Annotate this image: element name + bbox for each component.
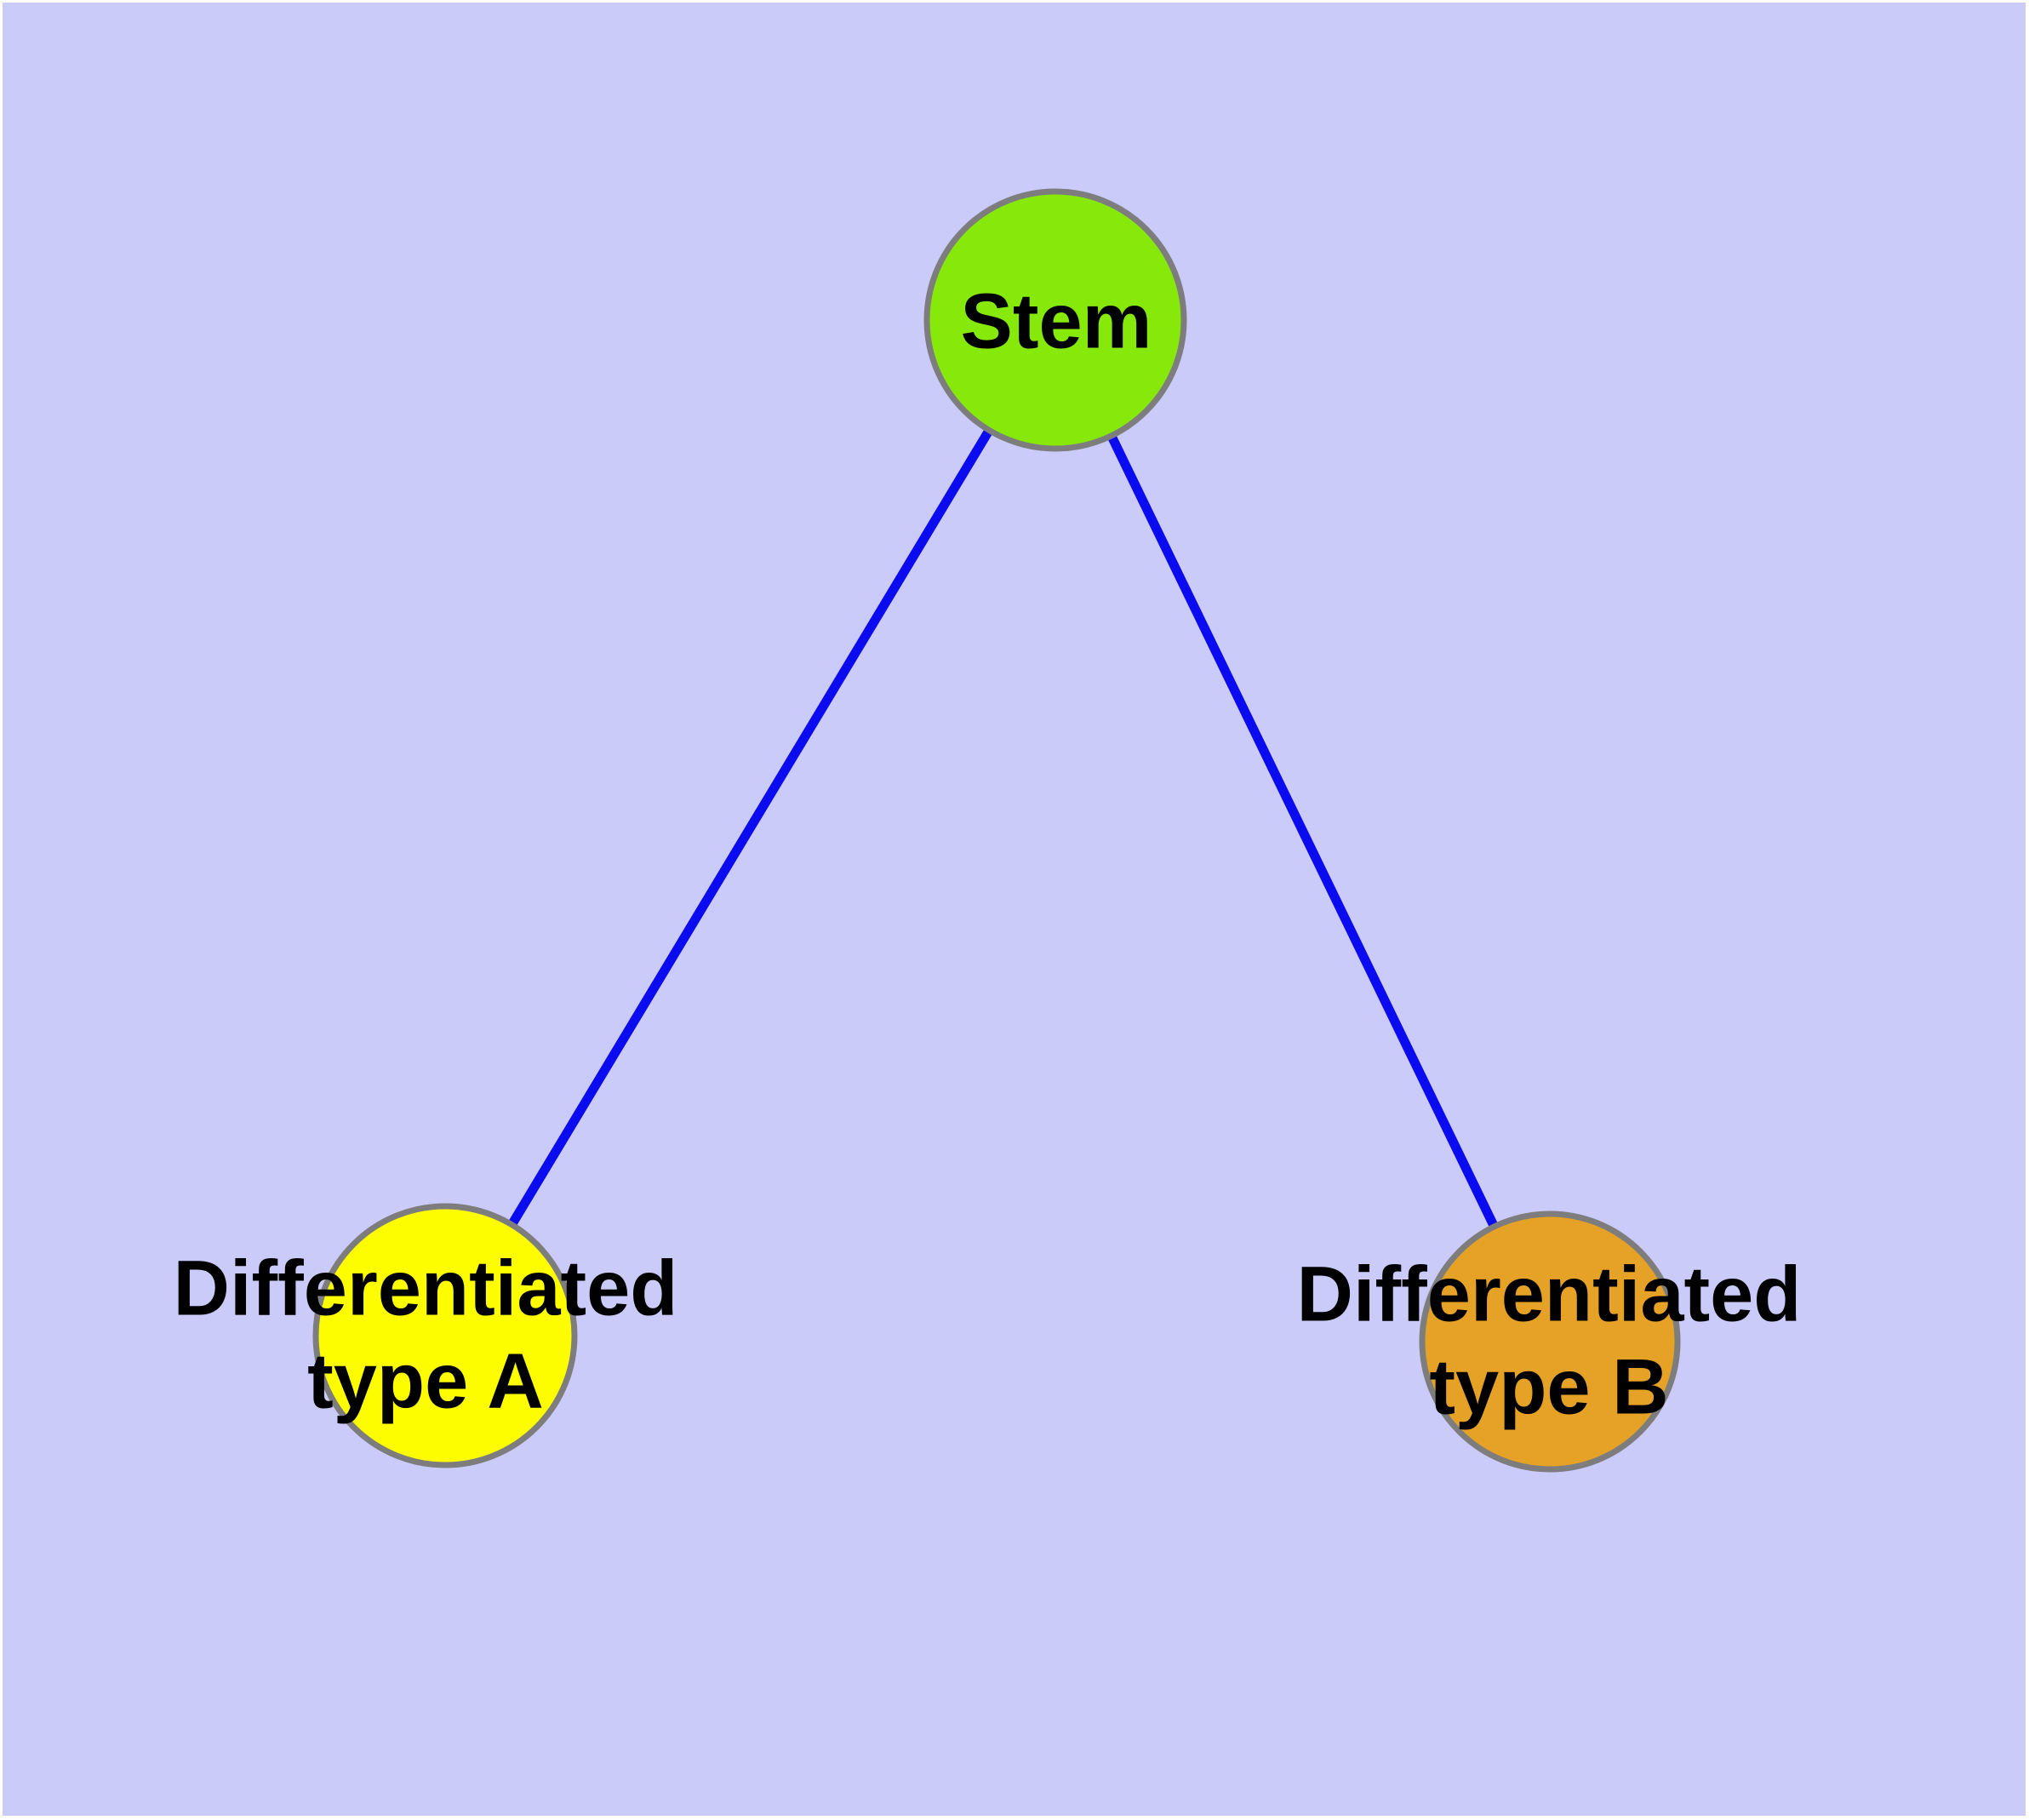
- edge-stem-to-type-b: [1051, 318, 1554, 1344]
- edge-stem-to-type-a: [441, 318, 1060, 1338]
- edge-layer: [441, 318, 1554, 1344]
- node-layer: [312, 188, 1681, 1473]
- node-label-type-a: Differentiated type A: [173, 1245, 678, 1424]
- diagram-canvas: Stem Differentiated type A Differentiate…: [3, 3, 2026, 1816]
- node-stem-circle: [923, 188, 1187, 452]
- node-type-b-circle: [1419, 1210, 1681, 1473]
- graph-svg: [312, 188, 1681, 1473]
- node-label-stem: Stem: [960, 278, 1152, 365]
- node-label-type-b: Differentiated type B: [1296, 1251, 1802, 1430]
- node-type-a-circle: [312, 1203, 578, 1468]
